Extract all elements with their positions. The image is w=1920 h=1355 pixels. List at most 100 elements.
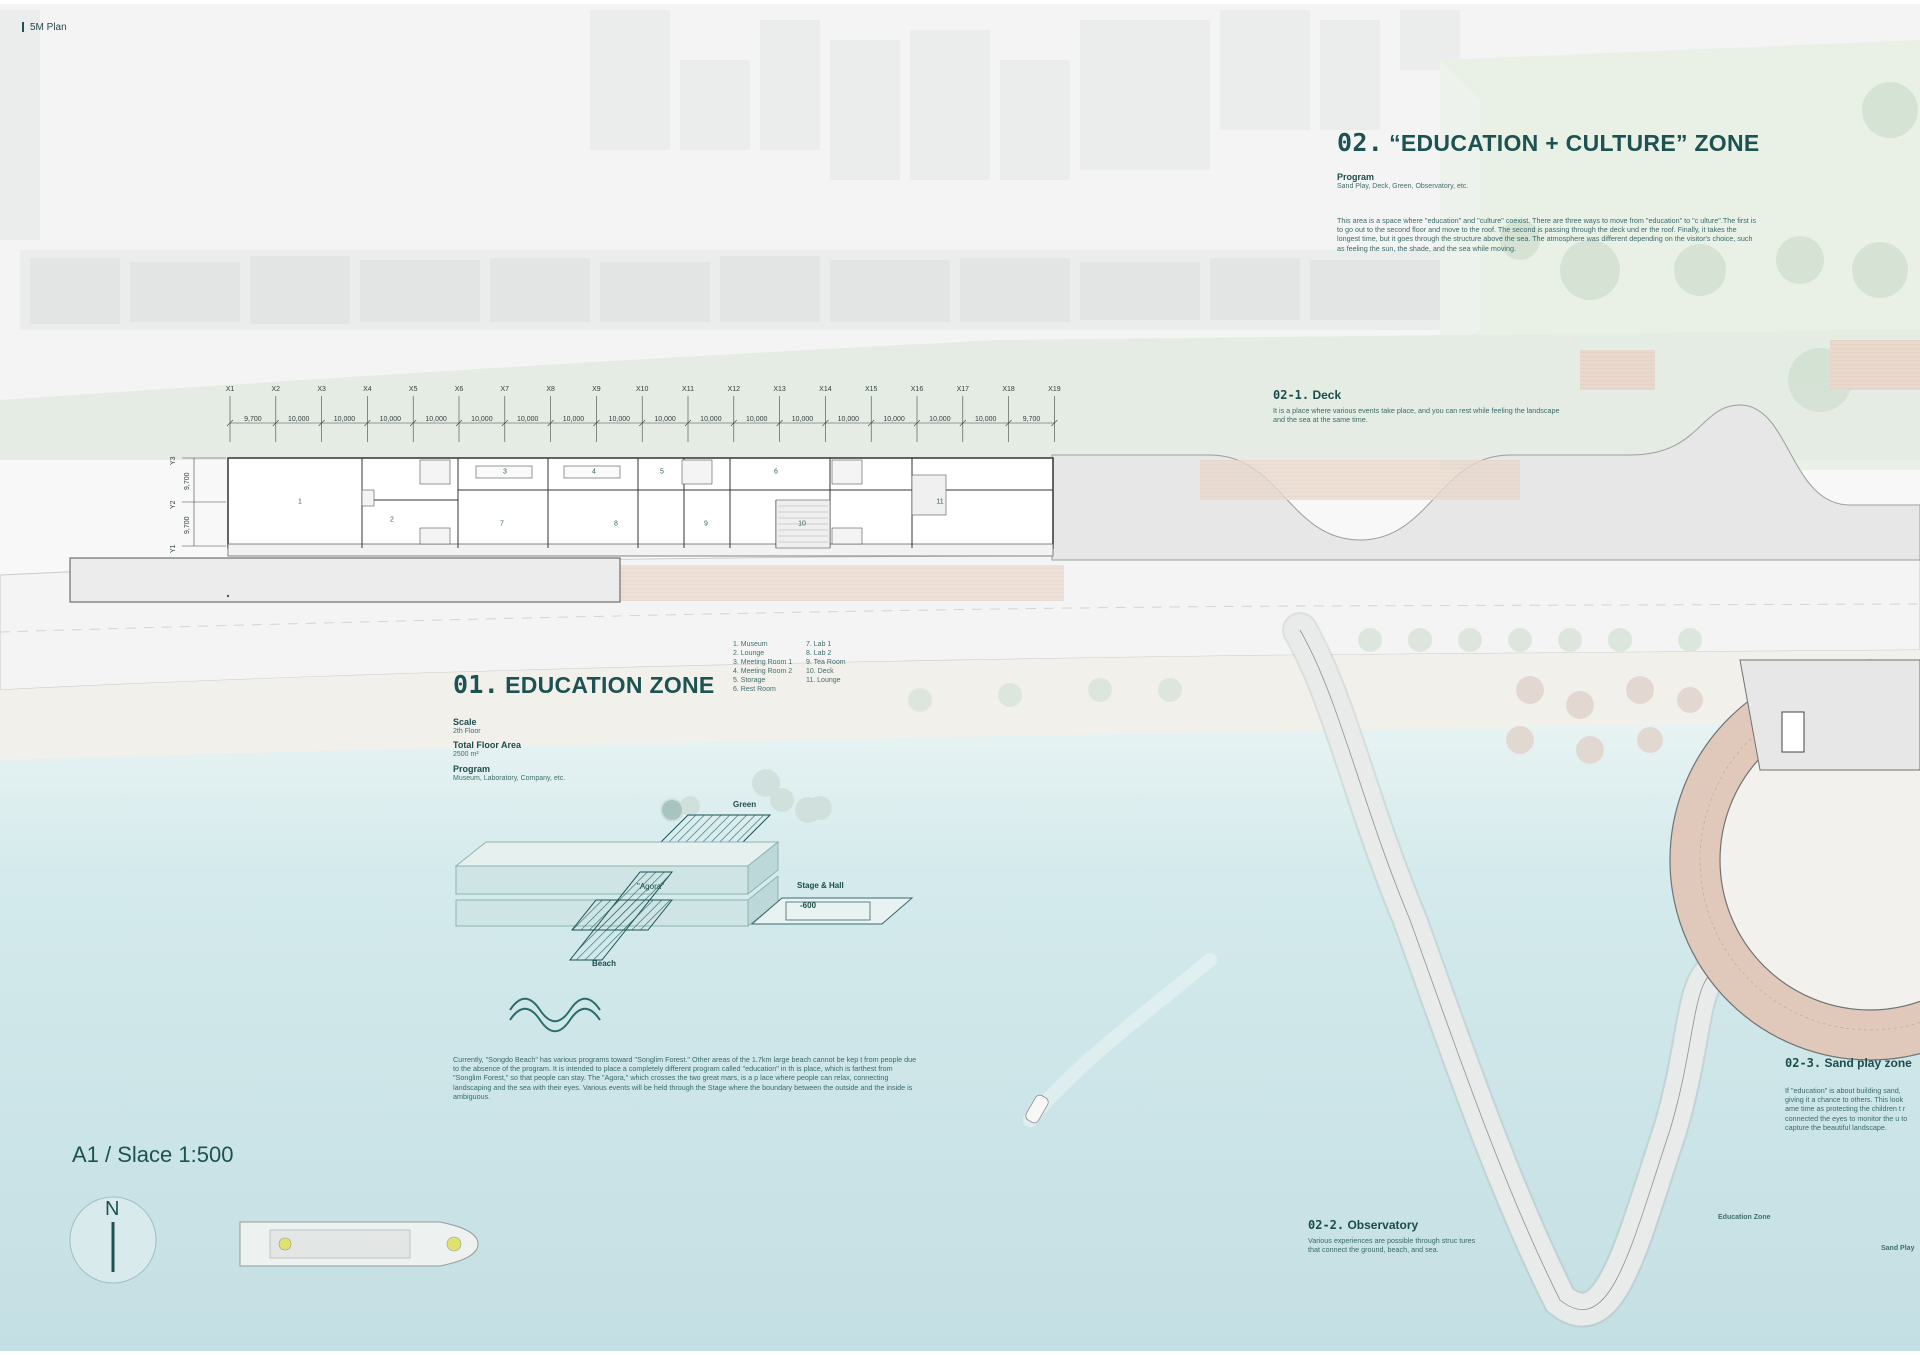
zone2-program-label: Program xyxy=(1337,172,1375,182)
scale-text: A1 / Slace 1:500 xyxy=(72,1142,234,1167)
zone2-description: This area is a space where "education" a… xyxy=(1337,216,1756,253)
grid-x-label: X5 xyxy=(408,386,418,393)
room-number: 6 xyxy=(774,468,778,476)
room-legend-item: 2. Lounge xyxy=(733,650,765,657)
room-number: 7 xyxy=(500,520,504,528)
room-legend-item: 6. Rest Room xyxy=(733,686,776,693)
grid-dimension: 10,000 xyxy=(562,416,585,423)
title-marker xyxy=(22,22,24,33)
sandplay-heading: 02-3. Sand play zone xyxy=(1785,1056,1912,1070)
zone2-heading: 02.“EDUCATION + CULTURE” ZONE xyxy=(1337,128,1760,157)
north-label: N xyxy=(105,1198,120,1220)
grid-dimension: 10,000 xyxy=(883,416,905,423)
room-legend-item: 1. Museum xyxy=(733,641,768,648)
lower-platform xyxy=(69,557,621,603)
zone1-heading: 01.EDUCATION ZONE xyxy=(453,670,715,699)
grid-dimension: 10,000 xyxy=(791,416,814,423)
cruise-ship xyxy=(239,1221,479,1267)
room-number: 8 xyxy=(614,520,618,528)
diagram-stage-label: Stage & Hall xyxy=(797,881,844,890)
grid-dimension: 10,000 xyxy=(379,416,402,423)
zone1-area-label: Total Floor Area xyxy=(453,740,522,750)
grid-y-dimension: 9,700 xyxy=(184,472,191,490)
zone1-program-label: Program xyxy=(453,764,491,774)
grid-dimension: 9,700 xyxy=(244,416,262,423)
beach-umbrellas xyxy=(1506,676,1703,764)
room-number: 5 xyxy=(660,468,664,476)
green-strip xyxy=(0,330,1920,460)
small-boat xyxy=(1025,1094,1049,1124)
zone1-program-value: Museum, Laboratory, Company, etc. xyxy=(453,775,566,782)
room-legend-item: 7. Lab 1 xyxy=(806,641,832,648)
grid-x-label: X3 xyxy=(317,386,326,393)
diagram-green-label: Green xyxy=(733,800,757,809)
grid-dimension: 10,000 xyxy=(471,416,493,423)
wood-deck-3 xyxy=(1580,350,1655,390)
boat-wake xyxy=(1023,953,1217,1127)
grid-dimension: 10,000 xyxy=(745,416,768,423)
grid-dimension: 10,000 xyxy=(654,416,676,423)
grid-x-label: X13 xyxy=(773,386,786,393)
grid-dimension: 10,000 xyxy=(837,416,860,423)
grid-dimension: 10,000 xyxy=(425,416,447,423)
grid-x-label: X12 xyxy=(727,386,741,393)
grid-dimension: 10,000 xyxy=(608,416,631,423)
observatory-heading: 02-2. Observatory xyxy=(1308,1218,1419,1232)
key-sandplay-label: Sand Play xyxy=(1881,1245,1915,1252)
grid-y-label: Y3 xyxy=(170,456,177,465)
sheet-title: 5M Plan xyxy=(22,22,67,33)
building-rows xyxy=(30,256,1440,324)
grid-dimension: 10,000 xyxy=(929,416,951,423)
room-number: 1 xyxy=(298,498,302,506)
room-number: 9 xyxy=(704,520,708,528)
diagram-trees xyxy=(660,769,832,823)
program-diagram xyxy=(454,769,914,961)
grid-x-label: X14 xyxy=(819,386,832,393)
diagram-beach-label: Beach xyxy=(592,959,617,968)
grid-x-label: X1 xyxy=(225,386,235,393)
room-legend-item: 3. Meeting Room 1 xyxy=(733,659,793,666)
zone1-description: Currently, "Songdo Beach" has various pr… xyxy=(453,1055,917,1101)
grid-x-label: X15 xyxy=(864,386,878,393)
room-legend-item: 11. Lounge xyxy=(806,677,841,684)
deck-heading: 02-1. Deck xyxy=(1273,388,1342,402)
grid-dimension: 10,000 xyxy=(700,416,722,423)
grid-x-label: X17 xyxy=(956,386,970,393)
grid-x-label: X7 xyxy=(500,386,510,393)
stage-plane xyxy=(750,897,914,925)
grid-x-label: X4 xyxy=(363,386,372,393)
room-legend-item: 8. Lab 2 xyxy=(806,650,832,657)
grid-dimension: 10,000 xyxy=(333,416,356,423)
zone2-program-value: Sand Play, Deck, Green, Observatory, etc… xyxy=(1337,183,1469,190)
grid-dimension: 10,000 xyxy=(974,416,997,423)
roadside-trees xyxy=(908,628,1702,712)
diagram-level-label: -600 xyxy=(800,901,817,910)
grid-dimension: 10,000 xyxy=(287,416,310,423)
grid-x-label: X18 xyxy=(1002,386,1015,393)
sandplay-description: If "education" is about building sand, g… xyxy=(1785,1086,1908,1132)
wood-deck-2 xyxy=(1830,340,1920,390)
observatory-description: Various experiences are possible through… xyxy=(1308,1236,1476,1255)
structural-grid xyxy=(226,396,1058,442)
zone1-scale-value: 2th Floor xyxy=(453,728,481,735)
grid-x-label: X9 xyxy=(592,386,601,393)
deck-description: It is a place where various events take … xyxy=(1273,406,1560,425)
grid-x-label: X19 xyxy=(1048,386,1061,393)
room-legend-item: 10. Deck xyxy=(806,668,834,675)
zone1-area-value: 2500 m² xyxy=(453,751,479,758)
grid-x-label: X10 xyxy=(635,386,649,393)
room-legend-item: 5. Storage xyxy=(733,677,766,684)
grid-x-label: X16 xyxy=(910,386,924,393)
building-plan xyxy=(69,457,1054,603)
grid-y-label: Y2 xyxy=(170,500,177,509)
grid-x-label: X2 xyxy=(271,386,281,393)
wave-icon xyxy=(509,997,601,1023)
diagram-agora-label: "Agora" xyxy=(637,882,665,891)
room-number: 4 xyxy=(592,468,596,476)
room-number: 3 xyxy=(503,468,507,476)
grid-y-dimension: 9,700 xyxy=(184,516,191,534)
zone1-scale-label: Scale xyxy=(453,717,477,727)
grid-dimension: 10,000 xyxy=(516,416,539,423)
